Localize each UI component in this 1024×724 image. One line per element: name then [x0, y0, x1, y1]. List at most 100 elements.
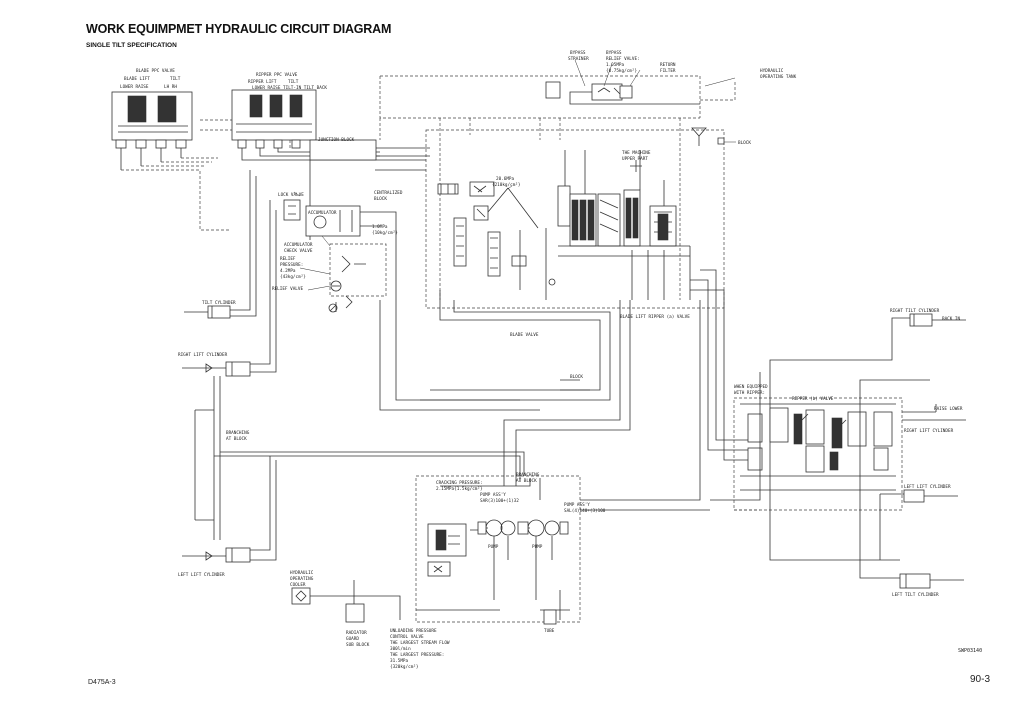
- label-lift-cyl: LEFT LIFT CYLINDER: [904, 484, 951, 490]
- label-llift-cyl: LEFT LIFT CYLINDER: [178, 572, 225, 578]
- label-rlift-cyl: RIGHT LIFT CYLINDER: [178, 352, 228, 358]
- pump-feed-lines: [503, 300, 710, 511]
- label-rad-1: RADIATOR: [346, 630, 367, 636]
- label-cooler-1: HYDRAULIC: [290, 570, 314, 576]
- label-rad-3: SUB BLOCK: [346, 642, 370, 648]
- label-branch2-1: BRANCHING: [516, 472, 540, 478]
- label-ripper-ppc: RIPPER PPC VALVE: [256, 72, 298, 78]
- label-accumulator: ACCUMULATOR: [308, 210, 337, 216]
- label-pump: PUMP: [488, 544, 499, 550]
- ripper-ppc-valve: [231, 89, 380, 161]
- label-p20-1: 20.6MPa: [496, 176, 515, 182]
- ripper-b-valve: [733, 397, 903, 511]
- bypass-strainer: [545, 81, 561, 99]
- label-tank-2: OPERATING TANK: [760, 74, 797, 80]
- label-unl-4: 300l/min: [390, 646, 411, 652]
- pump-section: [415, 475, 581, 623]
- right-lift-cylinder-b: [902, 404, 966, 421]
- label-rtilt-cyl: RIGHT TILT CYLINDER: [890, 308, 940, 314]
- return-filter: [619, 85, 633, 99]
- label-back-in: BACK IN: [942, 316, 961, 322]
- label-crack-2: 2.15MPa{1.5kg/cm²}: [436, 486, 483, 492]
- label-centralized-2: BLOCK: [374, 196, 387, 202]
- label-relief-valve: RELIEF VALVE: [272, 286, 303, 292]
- tank-symbol: [691, 127, 736, 146]
- label-unl-5: THE LARGEST PRESSURE:: [390, 652, 444, 658]
- label-junction: JUNCTION BLOCK: [318, 137, 355, 143]
- blade-ppc-valve: [111, 91, 291, 231]
- label-lh-rh: LH RH: [164, 84, 177, 90]
- label-cooler-2: OPERATING: [290, 576, 314, 582]
- label-rlift-cyl-2: RIGHT LIFT CYLINDER: [904, 428, 954, 434]
- label-relief-1: RELIEF: [280, 256, 296, 262]
- mid-block: [560, 379, 590, 391]
- label-valve-strip: BLADE LIFT RIPPER (a) VALVE: [620, 314, 690, 320]
- pump-2: [527, 519, 545, 537]
- label-unl-1: UNLOADING PRESSURE: [390, 628, 437, 634]
- page-number: 90-3: [970, 674, 991, 685]
- figure-code: SWP03140: [958, 648, 983, 654]
- label-unl-3: THE LARGEST STREAM FLOW: [390, 640, 450, 646]
- tube: [543, 609, 557, 625]
- label-unl-6: 31.5MPa: [390, 658, 409, 664]
- label-pump2-1: PUMP ASS'Y: [564, 502, 590, 508]
- label-lower-raise: LOWER RAISE: [120, 84, 149, 90]
- return-filter-group: [545, 59, 736, 105]
- tilt-cylinder: [184, 170, 257, 319]
- label-cooler-3: COOLER: [290, 582, 306, 588]
- radiator-guard: [345, 580, 365, 623]
- label-when-1: WHEN EQUIPPED: [734, 384, 768, 390]
- pump-2b: [544, 520, 560, 536]
- label-1mpa-1: 1.0MPa: [372, 224, 388, 230]
- centralized-relief-block: [307, 243, 387, 313]
- label-pump-b: PUMP: [532, 544, 543, 550]
- right-tilt-cylinder: [769, 313, 966, 500]
- label-acc-check-2: CHECK VALVE: [284, 248, 313, 254]
- label-p20-2: {210kg/cm²}: [492, 182, 521, 188]
- label-upper-1: THE MACHINE: [622, 150, 651, 156]
- page-title: WORK EQUIMPMET HYDRAULIC CIRCUIT DIAGRAM: [86, 22, 392, 36]
- label-bypass-strainer-2: STRAINER: [568, 56, 589, 62]
- label-acc-check-1: ACCUMULATOR: [284, 242, 313, 248]
- label-block-mid: BLOCK: [570, 374, 583, 380]
- label-blade-valve: BLADE VALVE: [510, 332, 539, 338]
- label-tilt-cyl: TILT CYLINDER: [202, 300, 236, 306]
- right-long-lines: [710, 372, 900, 561]
- pump-1b: [500, 520, 516, 536]
- label-1mpa-2: {10kg/cm²}: [372, 230, 398, 236]
- label-upper-2: UPPER PART: [622, 156, 648, 162]
- lock-valve-group: [283, 191, 397, 330]
- label-lock-valve: LOCK VALVE: [278, 192, 304, 198]
- diagram-labels: BLADE PPC VALVE BLADE LIFT TILT LOWER RA…: [120, 50, 963, 670]
- label-tube: TUBE: [544, 628, 555, 634]
- label-crack-1: CRACKING PRESSURE:: [436, 480, 483, 486]
- label-bypass-relief-3: 1.05MPa: [606, 62, 625, 68]
- label-pump1-2: SAR(3)100+(1)32: [480, 498, 519, 504]
- label-bypass-relief-1: BYPASS: [606, 50, 622, 56]
- label-bypass-relief-4: {0.75kg/cm²}: [606, 68, 637, 74]
- pump-1: [485, 519, 503, 537]
- main-pressure-lines: [375, 159, 760, 461]
- page-subtitle: SINGLE TILT SPECIFICATION: [86, 42, 177, 49]
- label-branch2-2: AT BLOCK: [516, 478, 537, 484]
- label-unl-7: {320kg/cm²}: [390, 664, 419, 670]
- label-tilt: TILT: [170, 76, 181, 82]
- tank-return-lines: [379, 75, 736, 300]
- label-return-filter-2: FILTER: [660, 68, 676, 74]
- label-raise-lower: RAISE LOWER: [934, 406, 963, 412]
- label-relief-3: 4.2MPa: [280, 268, 296, 274]
- right-lift-cylinder: [182, 200, 277, 377]
- label-relief-2: PRESSURE:: [280, 262, 303, 268]
- label-relief-4: {43kg/cm²}: [280, 274, 306, 280]
- label-ripper-valve: RIPPER (b) VALVE: [792, 396, 834, 402]
- label-tank-1: HYDRAULIC: [760, 68, 784, 74]
- model-number: D475A-3: [88, 679, 116, 686]
- blade-valve: [425, 129, 725, 309]
- label-ripper-modes: LOWER RAISE TILT-IN TILT BACK: [252, 85, 327, 91]
- left-tilt-cylinder: [859, 379, 964, 589]
- label-bypass-relief-2: RELIEF VALVE:: [606, 56, 640, 62]
- label-unl-2: CONTROL VALVE: [390, 634, 424, 640]
- label-pump2-2: SAL(4)140+(3)100: [564, 508, 606, 514]
- label-blade-lift: BLADE LIFT: [124, 76, 150, 82]
- label-ripper-lift: RIPPER LIFT: [248, 79, 277, 85]
